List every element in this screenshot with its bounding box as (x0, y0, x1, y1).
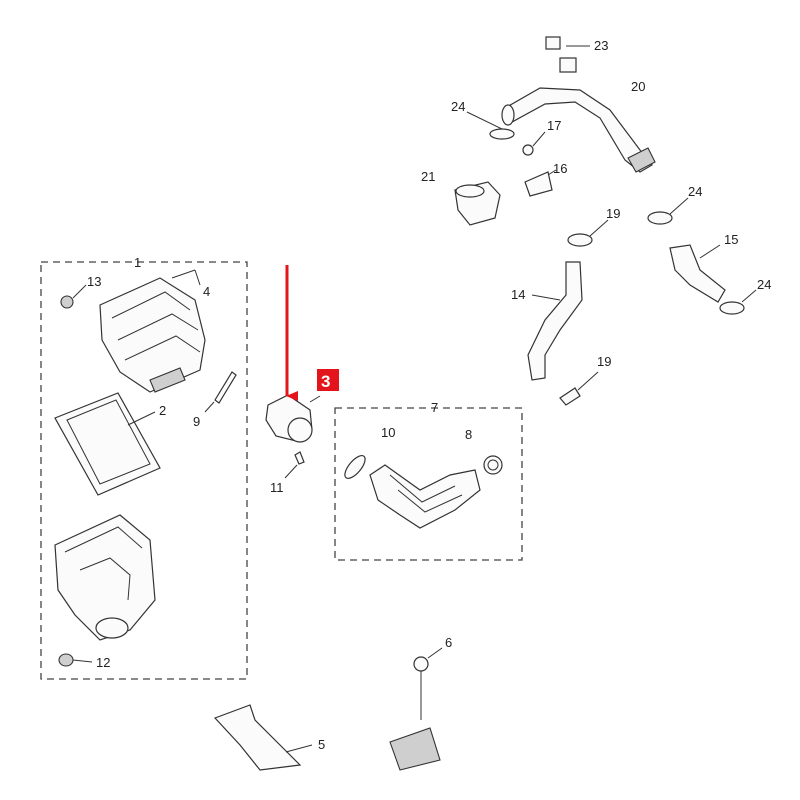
hose-part-15 (669, 244, 726, 303)
label-5: 5 (318, 737, 325, 752)
mass-airflow-sensor-part-3 (265, 394, 321, 443)
pipe-part-20 (501, 87, 656, 173)
highlight-label-3: 3 (321, 372, 330, 391)
bolt-part-17 (522, 131, 546, 156)
grommet-part-12 (58, 653, 93, 667)
assembly-box-1 (40, 261, 248, 680)
intake-duct-part-7 (344, 455, 503, 529)
label-1: 1 (134, 255, 141, 270)
label-24c: 24 (757, 277, 771, 292)
highlight-label-box (317, 369, 339, 391)
resonator-part-21 (454, 181, 501, 226)
label-20: 20 (631, 79, 645, 94)
clamp-part-24-a (466, 111, 515, 140)
clamp-part-24-b (647, 197, 689, 225)
label-14: 14 (511, 287, 525, 302)
label-2: 2 (159, 403, 166, 418)
label-11: 11 (270, 480, 284, 495)
label-13: 13 (87, 274, 101, 289)
air-filter-element (54, 392, 161, 496)
label-24b: 24 (688, 184, 702, 199)
clamp-part-24-c (719, 289, 757, 315)
grommet-part-13 (60, 284, 87, 309)
clip-part-19-b (559, 371, 599, 406)
air-cleaner-upper-housing (99, 277, 206, 393)
label-10: 10 (381, 425, 395, 440)
label-7: 7 (431, 400, 438, 415)
label-23: 23 (594, 38, 608, 53)
air-cleaner-lower-housing (54, 514, 156, 641)
label-16: 16 (553, 161, 567, 176)
label-8: 8 (465, 427, 472, 442)
label-19b: 19 (597, 354, 611, 369)
clamp-part-19-a (567, 219, 609, 247)
clip-part-4 (171, 269, 201, 286)
label-19a: 19 (606, 206, 620, 221)
assembly-box-7 (334, 407, 523, 561)
bracket-part-16 (524, 169, 557, 197)
label-9: 9 (193, 414, 200, 429)
label-12: 12 (96, 655, 110, 670)
screw-part-11 (284, 451, 305, 479)
label-21: 21 (421, 169, 435, 184)
label-15: 15 (724, 232, 738, 247)
bolt-part-6 (389, 647, 443, 771)
hose-clip-part-9 (204, 371, 237, 413)
label-4: 4 (203, 284, 210, 299)
duct-part-5 (213, 704, 313, 771)
label-6: 6 (445, 635, 452, 650)
connector-part-23 (545, 36, 590, 73)
hose-part-14 (527, 261, 583, 381)
label-17: 17 (547, 118, 561, 133)
label-24a: 24 (451, 99, 465, 114)
